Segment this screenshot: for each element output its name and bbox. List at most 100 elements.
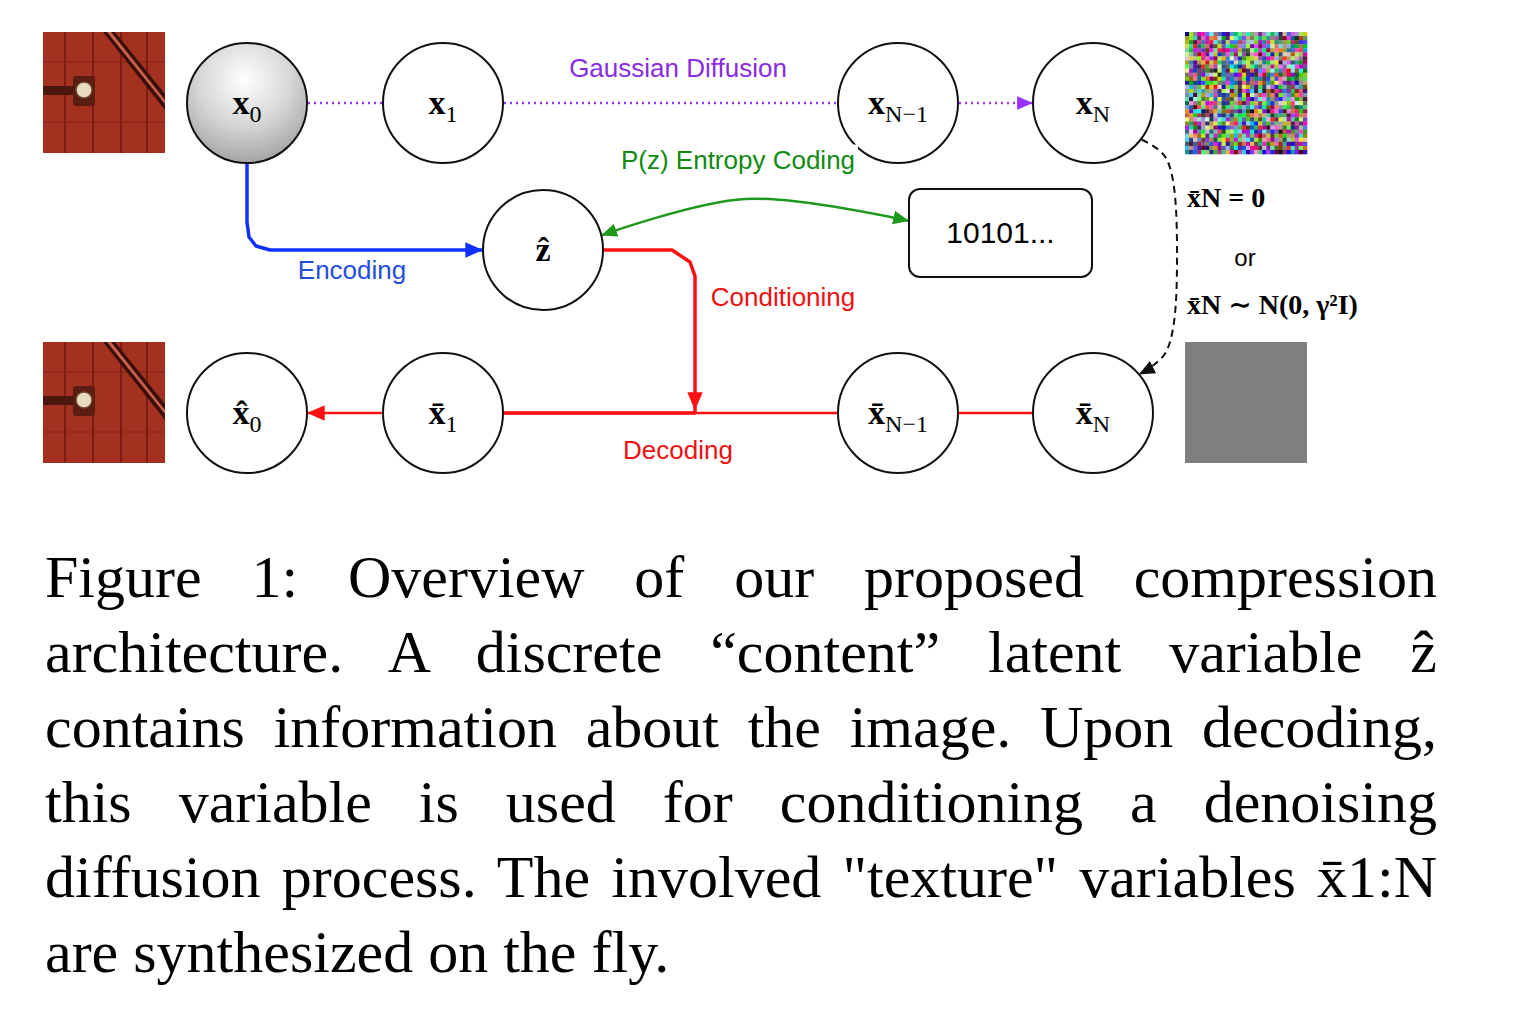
noise-pixel	[1234, 97, 1238, 101]
noise-pixel	[1250, 130, 1254, 134]
noise-pixel	[1270, 101, 1274, 105]
connector-line	[247, 164, 482, 250]
noise-pixel	[1197, 138, 1201, 142]
noise-pixel	[1185, 60, 1189, 64]
noise-pixel	[1283, 146, 1287, 150]
noise-pixel	[1222, 77, 1226, 81]
noise-pixel	[1283, 109, 1287, 113]
noise-pixel	[1299, 40, 1303, 44]
figure-caption: Figure 1: Overview of our proposed compr…	[45, 540, 1437, 990]
noise-pixel	[1250, 81, 1254, 85]
noise-pixel	[1287, 56, 1291, 60]
noise-pixel	[1226, 44, 1230, 48]
noise-pixel	[1279, 89, 1283, 93]
noise-pixel	[1226, 48, 1230, 52]
noise-pixel	[1254, 77, 1258, 81]
noise-pixel	[1213, 32, 1217, 36]
noise-pixel	[1303, 101, 1307, 105]
noise-pixel	[1258, 52, 1262, 56]
noise-pixel	[1295, 121, 1299, 125]
noise-pixel	[1213, 36, 1217, 40]
noise-pixel	[1250, 105, 1254, 109]
noise-pixel	[1270, 77, 1274, 81]
noise-pixel	[1197, 52, 1201, 56]
noise-pixel	[1238, 130, 1242, 134]
noise-pixel	[1274, 36, 1278, 40]
connector	[504, 103, 837, 104]
noise-pixel	[1250, 93, 1254, 97]
noise-pixel	[1189, 32, 1193, 36]
noise-pixel	[1250, 48, 1254, 52]
noise-pixel	[1234, 130, 1238, 134]
noise-pixel	[1209, 93, 1213, 97]
noise-pixel	[1303, 48, 1307, 52]
noise-pixel	[1291, 60, 1295, 64]
noise-pixel	[1279, 101, 1283, 105]
noise-pixel	[1205, 109, 1209, 113]
noise-pixel	[1189, 101, 1193, 105]
noise-pixel	[1218, 113, 1222, 117]
noise-pixel	[1205, 73, 1209, 77]
noise-pixel	[1246, 134, 1250, 138]
noise-pixel	[1193, 40, 1197, 44]
noise-pixel	[1201, 105, 1205, 109]
noise-pixel	[1254, 89, 1258, 93]
noise-pixel	[1299, 52, 1303, 56]
noise-pixel	[1230, 138, 1234, 142]
noise-pixel	[1299, 48, 1303, 52]
noise-pixel	[1189, 65, 1193, 69]
noise-pixel	[1295, 146, 1299, 150]
noise-pixel	[1234, 101, 1238, 105]
noise-pixel	[1201, 93, 1205, 97]
noise-pixel	[1230, 113, 1234, 117]
noise-pixel	[1189, 85, 1193, 89]
noise-pixel	[1234, 81, 1238, 85]
noise-pixel	[1234, 69, 1238, 73]
noise-pixel	[1209, 142, 1213, 146]
noise-pixel	[1201, 134, 1205, 138]
noise-pixel	[1222, 81, 1226, 85]
noise-pixel	[1291, 85, 1295, 89]
noise-pixel	[1197, 85, 1201, 89]
variable-circle: x̂0	[186, 352, 308, 474]
noise-pixel	[1189, 73, 1193, 77]
noise-pixel	[1238, 81, 1242, 85]
noise-pixel	[1218, 81, 1222, 85]
noise-pixel	[1262, 121, 1266, 125]
noise-pixel	[1291, 130, 1295, 134]
noise-pixel	[1238, 40, 1242, 44]
noise-pixel	[1299, 109, 1303, 113]
noise-pixel	[1258, 134, 1262, 138]
noise-pixel	[1246, 48, 1250, 52]
noise-pixel	[1238, 109, 1242, 113]
noise-pixel	[1246, 44, 1250, 48]
noise-pixel	[1283, 56, 1287, 60]
noise-pixel	[1274, 113, 1278, 117]
noise-pixel	[1242, 130, 1246, 134]
noise-pixel	[1291, 56, 1295, 60]
noise-pixel	[1266, 138, 1270, 142]
noise-pixel	[1213, 52, 1217, 56]
noise-pixel	[1226, 113, 1230, 117]
noise-pixel	[1295, 150, 1299, 154]
noise-pixel	[1262, 81, 1266, 85]
noise-pixel	[1230, 52, 1234, 56]
noise-pixel	[1222, 126, 1226, 130]
noise-pixel	[1230, 40, 1234, 44]
noise-pixel	[1209, 146, 1213, 150]
noise-pixel	[1287, 89, 1291, 93]
noise-pixel	[1222, 130, 1226, 134]
noise-pixel	[1201, 138, 1205, 142]
noise-pixel	[1266, 48, 1270, 52]
noise-pixel	[1299, 105, 1303, 109]
noise-pixel	[1299, 44, 1303, 48]
noise-pixel	[1291, 138, 1295, 142]
init-formula: x̄N ∼ N(0, γ²I)	[1187, 288, 1358, 321]
noise-pixel	[1193, 81, 1197, 85]
noise-pixel	[1218, 32, 1222, 36]
noise-pixel	[1258, 109, 1262, 113]
noise-pixel	[1291, 73, 1295, 77]
noise-pixel	[1197, 134, 1201, 138]
noise-pixel	[1197, 105, 1201, 109]
noise-pixel	[1197, 73, 1201, 77]
